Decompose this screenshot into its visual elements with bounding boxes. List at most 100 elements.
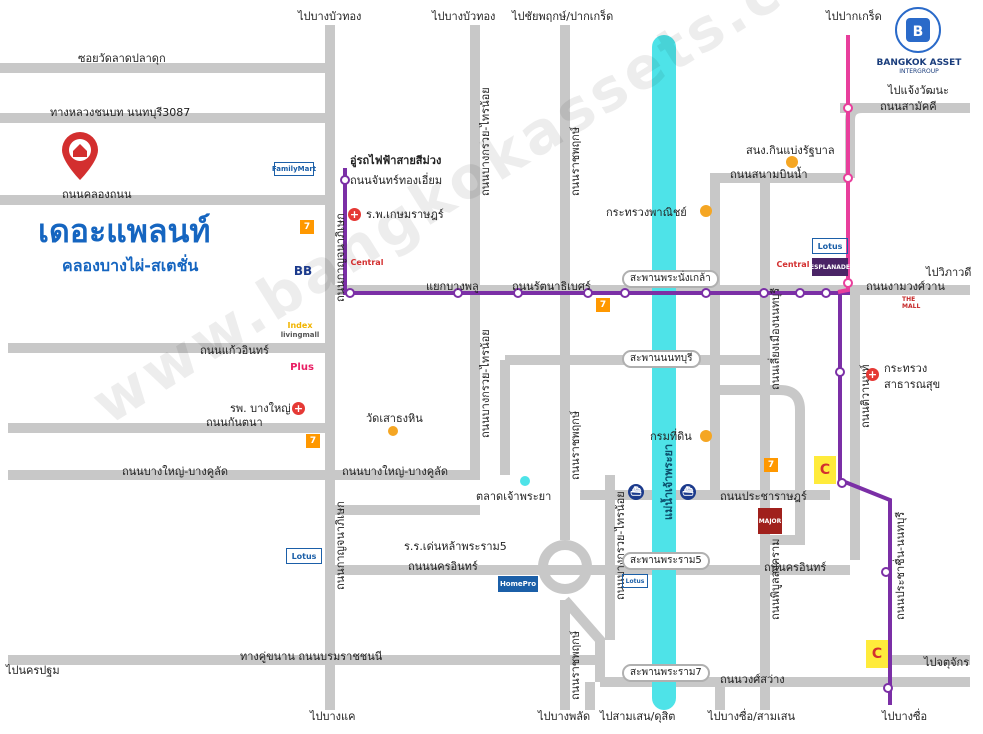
bridge-phra-nang-klao: สะพานพระนั่งเกล้า xyxy=(622,270,719,288)
label-land-dept: กรมที่ดิน xyxy=(650,430,692,443)
brand-block: BANGKOK ASSET INTERGROUP xyxy=(872,58,966,75)
the-mall-logo: THE MALL xyxy=(902,296,921,310)
plus-logo: Plus xyxy=(290,361,314,373)
road-loop xyxy=(720,385,805,545)
major-logo: MAJOR xyxy=(758,508,782,534)
station-dot xyxy=(453,288,463,298)
index-logo: Index xyxy=(287,320,313,330)
hospital-cross-icon: + xyxy=(866,368,879,381)
road-label-kanchanaphisek-v2: ถนนกาญจนาภิเษก xyxy=(334,501,347,590)
label-ministry-commerce: กระทรวงพาณิชย์ xyxy=(606,206,687,219)
label-ministry-health-2: สาธารณสุข xyxy=(884,378,941,391)
label-to-bang-sue: ไปบางซื่อ xyxy=(882,710,928,723)
pink-line xyxy=(837,35,850,294)
market-icon xyxy=(520,476,530,486)
label-to-bang-sue-samsen: ไปบางซื่อ/สามเสน xyxy=(708,710,795,723)
road-label-soi-wat-lat-pla-duk: ซอยวัดลาดปลาดุก xyxy=(78,52,166,65)
bangkok-asset-logo-icon: B xyxy=(895,7,941,53)
station-dot xyxy=(340,175,350,185)
bigc-icon: C xyxy=(814,456,836,484)
label-to-chatuchak: ไปจตุจักร xyxy=(924,656,970,669)
roundabout xyxy=(538,540,592,594)
temple-icon xyxy=(388,426,398,436)
road-label-kanchanaphisek-v1: ถนนกาญจนาภิเษก xyxy=(334,213,347,302)
label-yaek-bang-phlu: แยกบางพลู xyxy=(426,280,479,293)
lotus-logo: Lotus xyxy=(812,238,848,254)
homepro-logo: HomePro xyxy=(498,576,538,592)
lotus-logo-2: Lotus xyxy=(286,548,322,564)
road-label-bang-kruai-1: ถนนบางกรวย-ไทรน้อย xyxy=(479,87,492,196)
road-label-ratchaphruek-2: ถนนราชพฤกษ์ xyxy=(569,410,582,480)
label-to-bang-bua-thong-2: ไปบางบัวทอง xyxy=(432,10,496,23)
bigc-icon: C xyxy=(866,640,888,668)
label-to-bang-phlat: ไปบางพลัด xyxy=(538,710,591,723)
pier-boat-icon: ⛴ xyxy=(628,484,644,500)
label-bang-yai-hospital: รพ. บางใหญ่ xyxy=(230,402,291,415)
road-label-kanlapaphruek: ถนนกันตนา xyxy=(206,416,263,429)
station-dot xyxy=(701,288,711,298)
road-label-highway-3087: ทางหลวงชนบท นนทบุรี3087 xyxy=(50,106,191,119)
station-dot-pink xyxy=(843,103,853,113)
esplanade-logo: ESPLANADE xyxy=(810,258,850,276)
seven-eleven-icon: 7 xyxy=(306,434,320,448)
road-curve-north xyxy=(845,103,863,178)
station-dot xyxy=(835,367,845,377)
road-label-nakhon-in: ถนนนครอินทร์ xyxy=(408,560,478,573)
station-dot-pink xyxy=(843,278,853,288)
label-to-vibhavadi: ไปวิภาวดี xyxy=(926,266,972,279)
label-ministry-health-1: กระทรวง xyxy=(884,362,928,375)
road-label-khru-in: ถนนครอินทร์ xyxy=(764,561,827,574)
poi-dot-icon xyxy=(700,205,712,217)
road-label-samakkhi: ถนนสามัคคี xyxy=(880,100,937,113)
label-talat-chao-phraya: ตลาดเจ้าพระยา xyxy=(476,490,552,503)
central-logo-2: Central xyxy=(776,259,810,269)
label-kasemrad: ร.พ.เกษมราษฎร์ xyxy=(366,208,444,221)
road-label-ngam-wong-wan: ถนนงามวงศ์วาน xyxy=(866,280,945,293)
bb-logo: BB xyxy=(293,264,313,278)
road-label-bang-yai-1: ถนนบางใหญ่-บางคูลัด xyxy=(122,465,228,478)
station-dot xyxy=(583,288,593,298)
central-logo: Central xyxy=(350,257,384,267)
label-river: แม่น้ำเจ้าพระยา xyxy=(662,443,675,520)
road-label-thetsaban: ถนนเลี่ยงเมืองนนทบุรี xyxy=(769,287,782,390)
road-label-kaew-in: ถนนแก้วอินทร์ xyxy=(200,344,269,357)
poi-dot-icon xyxy=(700,430,712,442)
road-label-ratchaphruek-1: ถนนราชพฤกษ์ xyxy=(569,126,582,196)
index-sub-logo: livingmall xyxy=(280,331,320,339)
station-dot xyxy=(795,288,805,298)
road-label-pibulsongkram: ถนนพิบูลสงคราม xyxy=(769,538,782,620)
pier-boat-icon: ⛴ xyxy=(680,484,696,500)
station-dot xyxy=(620,288,630,298)
label-to-jaeng-watthana: ไปแจ้งวัฒนะ xyxy=(888,84,949,97)
station-dot xyxy=(345,288,355,298)
road-diag xyxy=(561,596,605,682)
road-label-ratchaphruek-3: ถนนราชพฤกษ์ xyxy=(569,630,582,700)
bridge-rama5: สะพานพระราม5 xyxy=(622,552,710,570)
road-label-kanchanaphisek-bypass: ทางคู่ขนาน ถนนบรมราชชนนี xyxy=(240,650,383,663)
bridge-rama7: สะพานพระราม7 xyxy=(622,664,710,682)
brand-name: BANGKOK ASSET xyxy=(876,58,962,68)
road-label-bang-yai-2: ถนนบางใหญ่-บางคูลัด xyxy=(342,465,448,478)
home-marker-icon xyxy=(62,132,98,180)
station-dot-pink xyxy=(843,173,853,183)
station-dot xyxy=(881,567,891,577)
bridge-nonthaburi: สะพานนนทบุรี xyxy=(622,350,701,368)
station-dot xyxy=(821,288,831,298)
project-subtitle: คลองบางไผ่-สเตชั่น xyxy=(62,256,199,275)
label-to-nakhon-pathom: ไปนครปฐม xyxy=(6,664,60,677)
road-label-pracharat: ถนนประชาราษฎร์ xyxy=(720,490,807,503)
svg-text:B: B xyxy=(913,24,924,40)
familymart-logo: FamilyMart xyxy=(272,162,316,176)
chao-phraya-river xyxy=(652,35,676,710)
project-title: เดอะแพลนท์ xyxy=(38,212,211,250)
road-label-sanambin-nam: ถนนสนามบินน้ำ xyxy=(730,168,808,181)
label-chan-thong-iam: ถนนจันทร์ทองเอี่ยม xyxy=(350,174,443,187)
purple-line-south xyxy=(838,293,892,705)
seven-eleven-icon: 7 xyxy=(764,458,778,472)
lotus-logo-3: Lotus xyxy=(622,574,648,588)
hospital-cross-icon: + xyxy=(348,208,361,221)
label-to-sam-sen: ไปสามเสน/ดุสิต xyxy=(600,710,676,723)
label-to-bang-bua-thong-1: ไปบางบัวทอง xyxy=(298,10,362,23)
